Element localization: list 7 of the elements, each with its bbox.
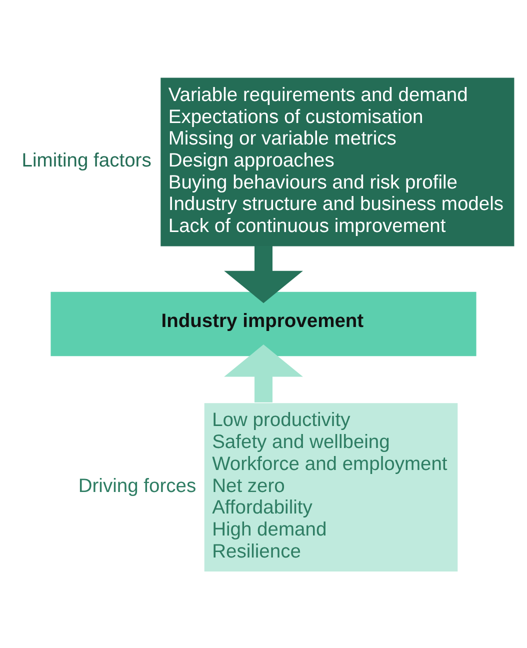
node-label: Driving forces bbox=[78, 476, 196, 497]
arrow bbox=[224, 344, 303, 402]
node-label: Limiting factors bbox=[22, 150, 152, 172]
node-box: Low productivity Safety and wellbeing Workforce and employment Net zero Affordability High demand Resilience bbox=[204, 403, 458, 572]
node-box: Variable requirements and demand Expectations of customisation Missing or variable metrics Design approaches Buying behaviours and risk profile Industry structure and business models Lack of continuous improvement bbox=[160, 78, 514, 246]
arrow bbox=[224, 246, 303, 304]
node-box: Industry improvement bbox=[50, 292, 476, 356]
